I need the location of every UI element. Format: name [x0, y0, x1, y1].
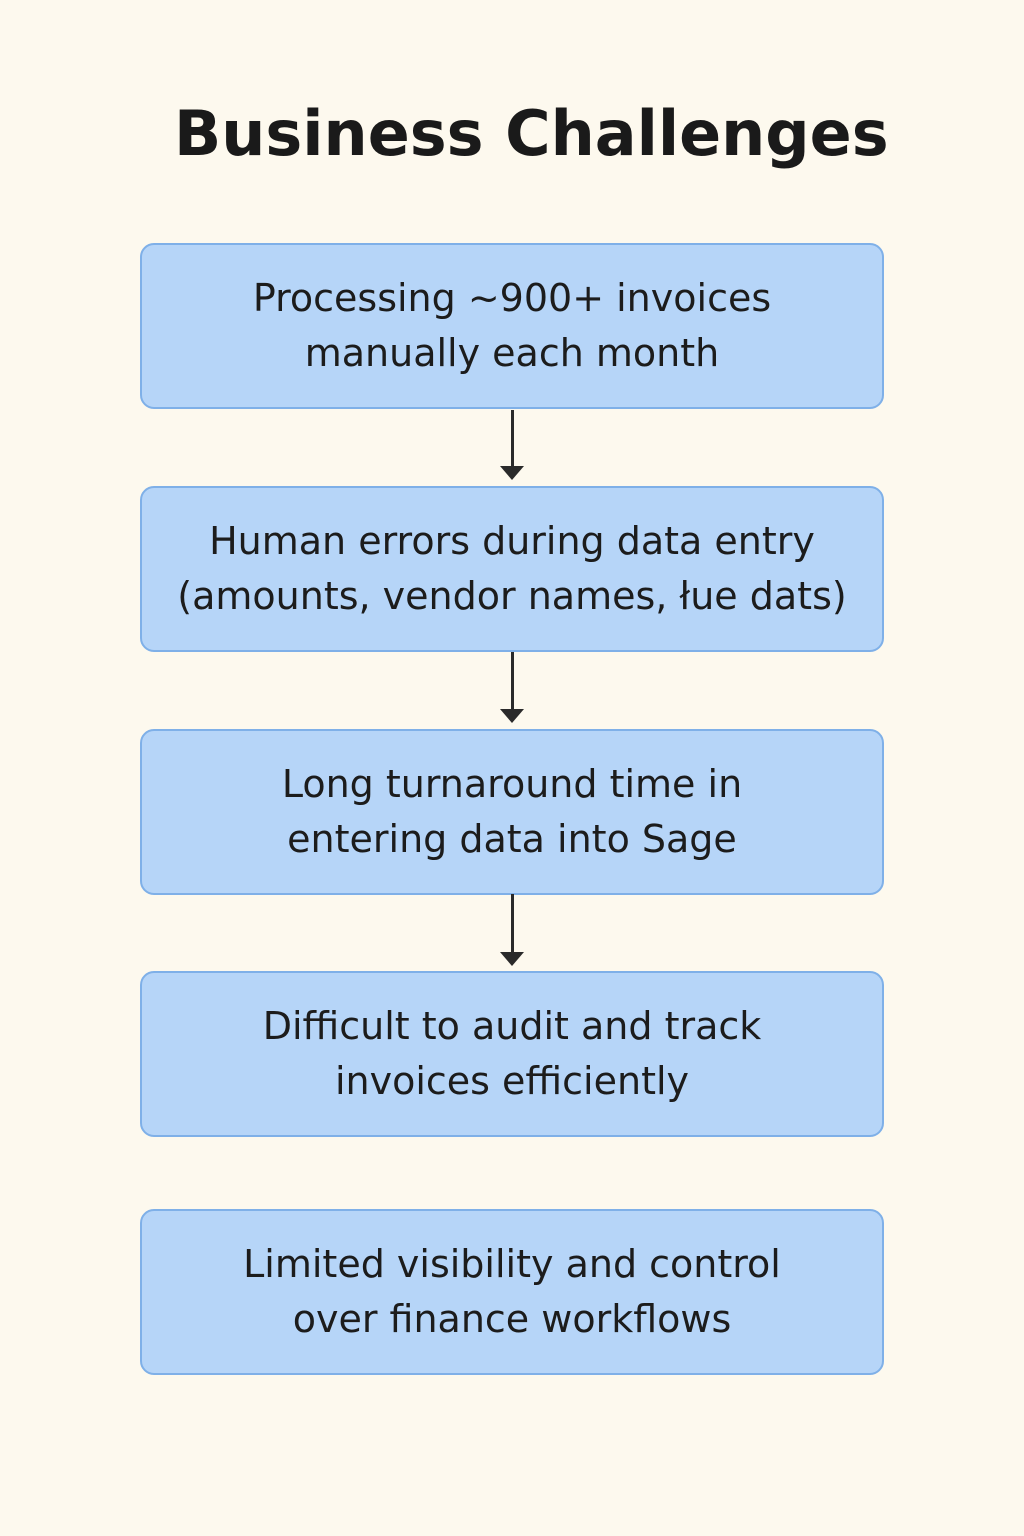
challenge-text: Processing ~900+ invoices manually each … — [252, 276, 772, 375]
challenge-box-2: Human errors during data entry (amounts,… — [140, 486, 884, 652]
challenge-text: Limited visibility and control over fina… — [243, 1242, 781, 1341]
arrow-down-icon — [500, 894, 524, 966]
challenge-box-5: Limited visibility and control over fina… — [140, 1209, 884, 1375]
challenge-box-1: Processing ~900+ invoices manually each … — [140, 243, 884, 409]
challenge-text: Difficult to audit and track invoices ef… — [262, 1004, 762, 1103]
challenge-box-4: Difficult to audit and track invoices ef… — [140, 971, 884, 1137]
arrow-down-icon — [500, 410, 524, 480]
challenge-text: Long turnaround time in entering data in… — [281, 762, 743, 861]
diagram-title: Business Challenges — [174, 97, 889, 170]
challenge-box-3: Long turnaround time in entering data in… — [140, 729, 884, 895]
challenge-text: Human errors during data entry (amounts,… — [177, 519, 847, 618]
arrow-down-icon — [500, 652, 524, 723]
